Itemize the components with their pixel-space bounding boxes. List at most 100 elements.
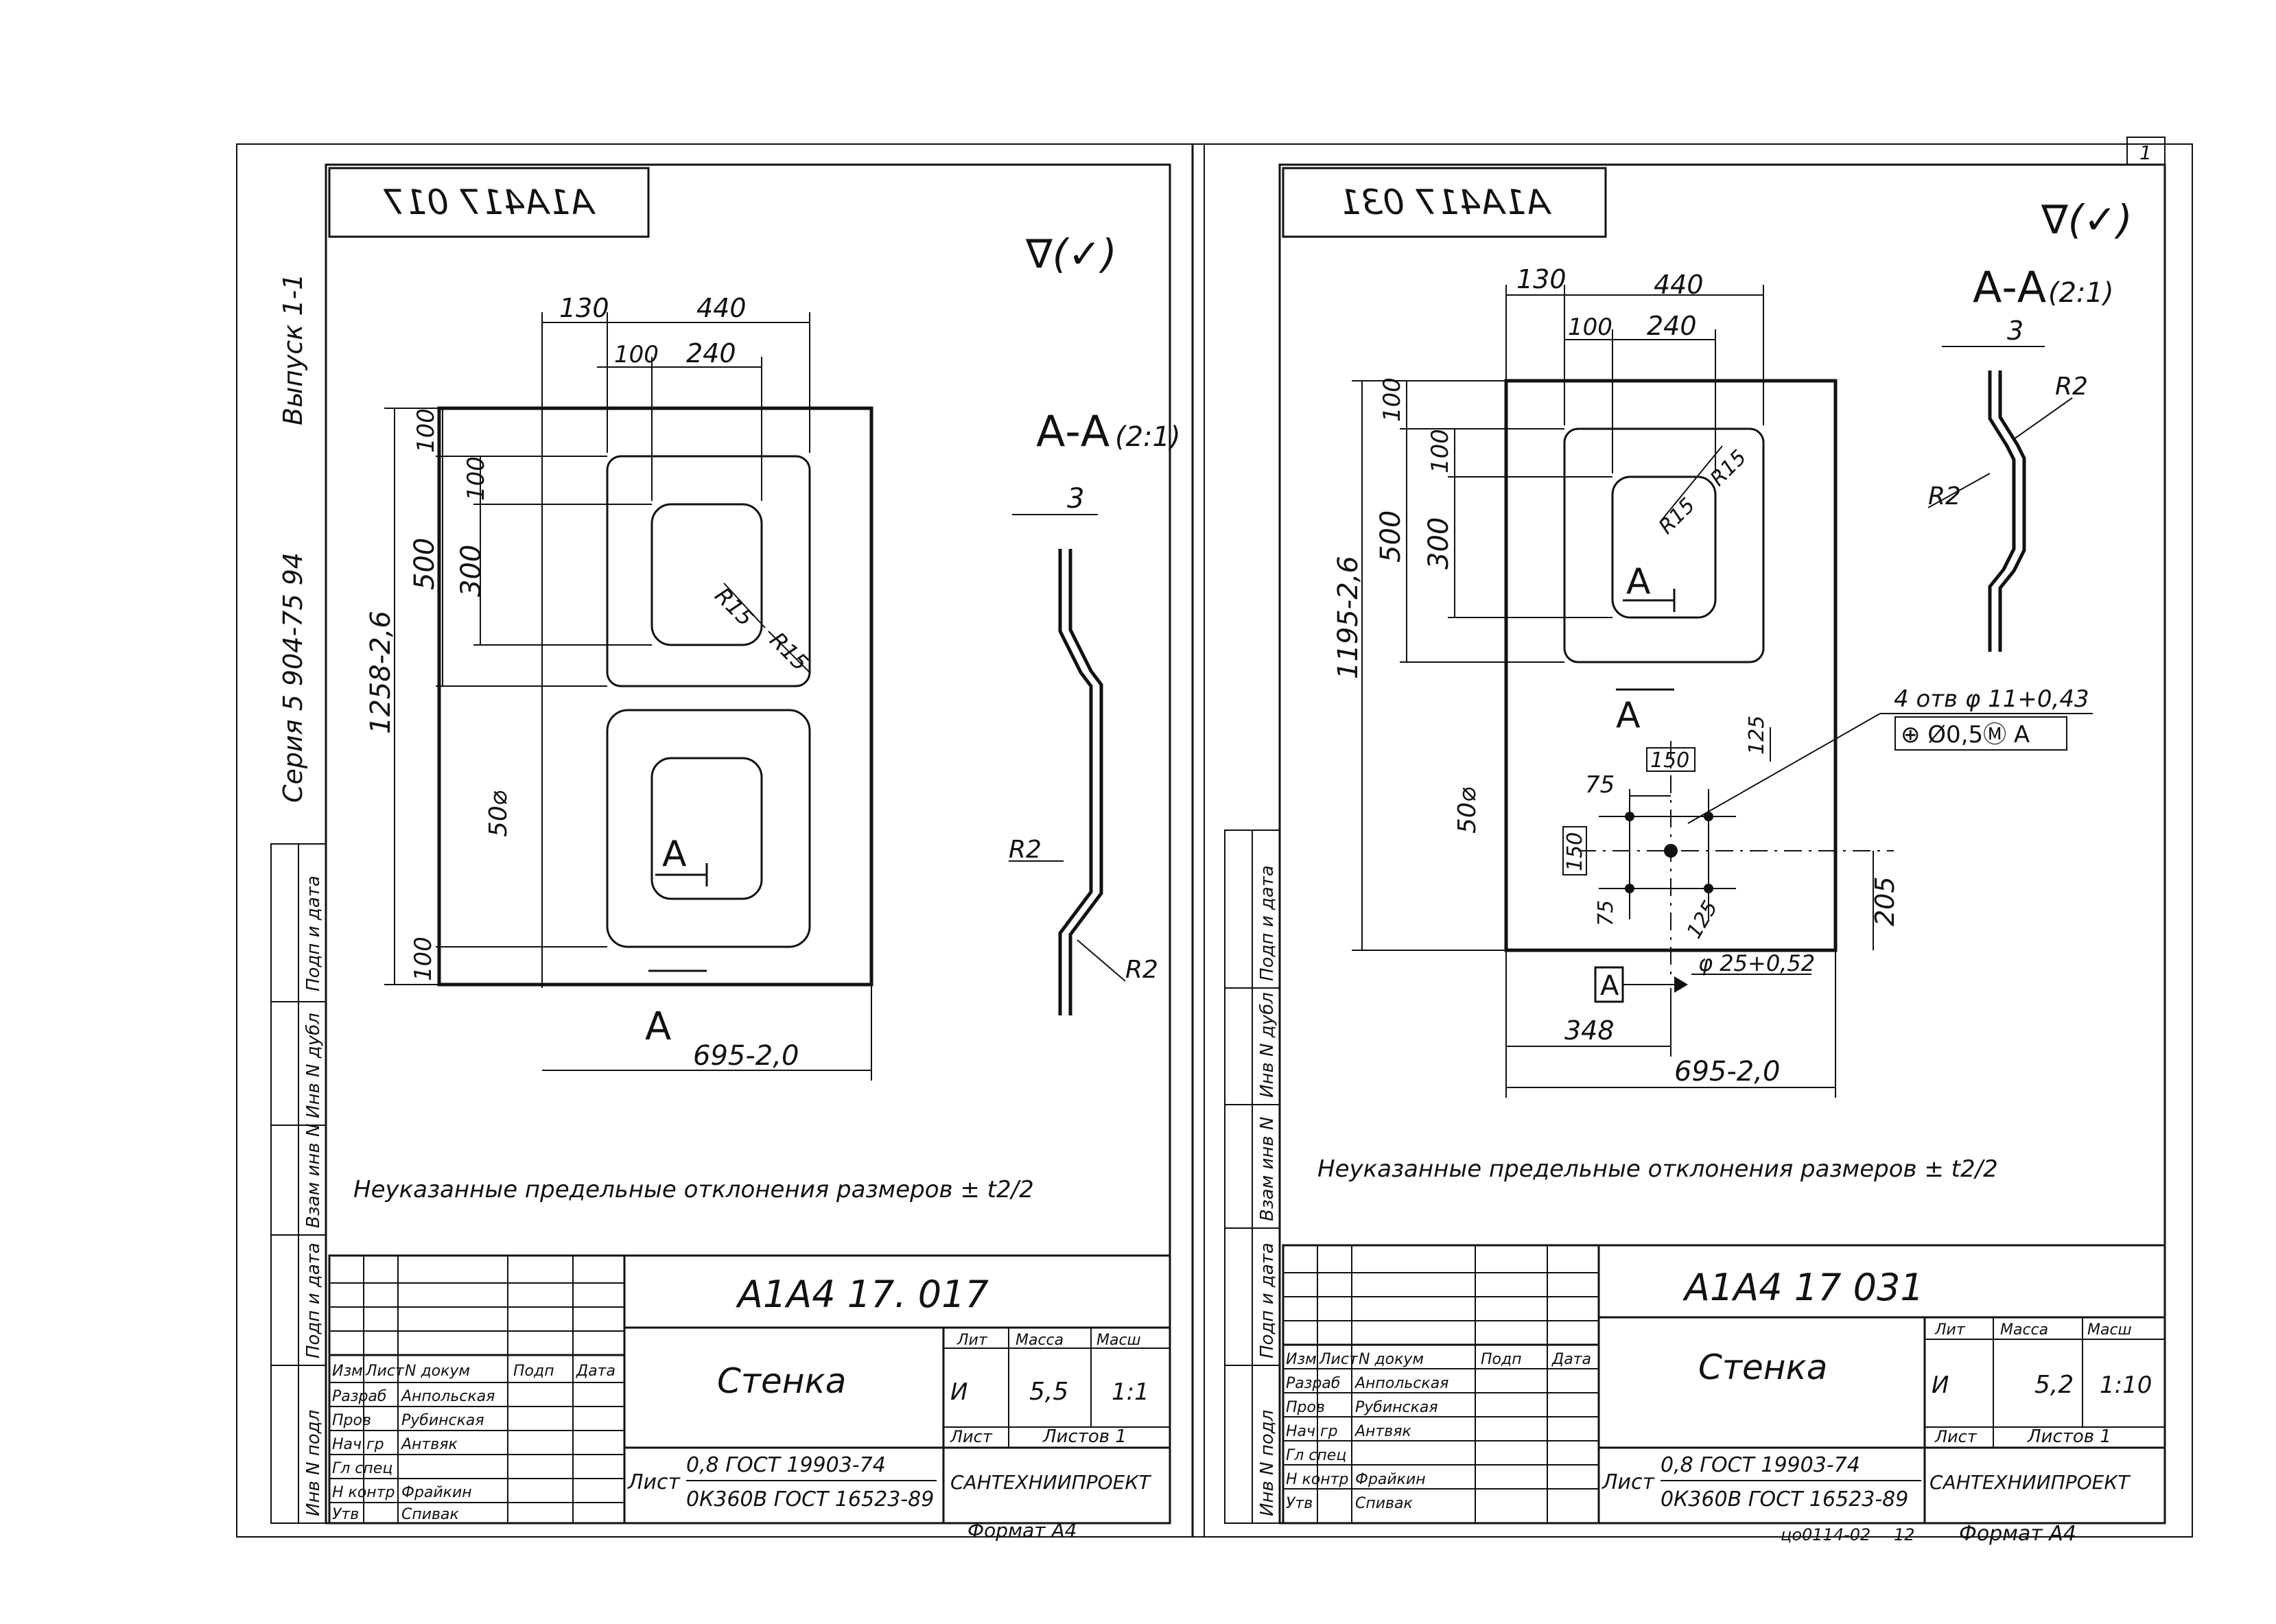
right-tolerance-frame	[1894, 716, 2067, 751]
left-upper-panel	[606, 455, 811, 687]
right-page-corner: 1	[2139, 141, 2152, 164]
left-section-profile	[1058, 549, 1093, 1015]
right-dim-500-hole: 50⌀	[1453, 787, 1481, 834]
right-tb-org: САНТЕХНИИПРОЕКТ	[1929, 1471, 2131, 1494]
right-tb-name-3: Антвяк	[1354, 1423, 1411, 1440]
right-tb-name-2: Рубинская	[1355, 1399, 1438, 1416]
right-upper-panel	[1563, 427, 1765, 663]
left-tb-col-lit: Лит	[957, 1332, 988, 1349]
right-dim-75-left: 75	[1594, 900, 1618, 926]
right-tb-material-label: Лист	[1602, 1470, 1656, 1494]
right-mirrored-code: A1A417 031	[1339, 183, 1552, 222]
right-center-hole	[1664, 844, 1678, 858]
right-dim-240: 240	[1647, 311, 1697, 341]
left-tb-role-2: Пров	[332, 1412, 371, 1429]
left-dim-1258: 1258-2,6	[365, 611, 397, 734]
left-tb-name: Стенка	[717, 1361, 846, 1401]
left-r15-leader-2	[768, 631, 810, 673]
left-note: Неуказанные предельные отклонения размер…	[353, 1176, 1034, 1203]
right-position-tol: ⊕ Ø0,5Ⓜ А	[1901, 721, 2030, 749]
left-dim-500: 500	[409, 538, 441, 590]
left-stamp-1: Подп и дата	[303, 875, 324, 991]
right-r15-leader	[1660, 445, 1723, 522]
right-dim-150-left: 150	[1563, 832, 1587, 871]
right-note: Неуказанные предельные отклонения размер…	[1317, 1155, 1998, 1183]
outer-frame	[236, 143, 2193, 1538]
left-tb-h5: Дата	[576, 1363, 615, 1380]
left-tb-material-top: 0,8 ГОСТ 19903-74	[686, 1453, 886, 1477]
left-tb-role-1: Разраб	[332, 1388, 386, 1405]
right-tb-footer-num: 12	[1894, 1525, 1915, 1544]
right-dim-100-left: 100	[1378, 377, 1406, 422]
left-tb-role-3: Нач гр	[332, 1436, 384, 1453]
right-tb-name-5: Фрайкин	[1355, 1471, 1426, 1488]
right-code-box	[1282, 167, 1607, 238]
left-section-mark-2: А	[645, 1004, 671, 1049]
right-tb-h4: Подп	[1481, 1351, 1522, 1368]
left-lower-panel	[606, 709, 811, 948]
right-tb-scale: 1:10	[2100, 1372, 2152, 1399]
left-dim-240: 240	[686, 338, 736, 368]
left-stamp-2: Инв N дубл	[303, 1013, 324, 1118]
left-title-block: Изм Лист N докум Подп Дата Разраб Пров Н…	[328, 1254, 1171, 1542]
right-section-dim-3-text: 3	[2007, 316, 2023, 346]
right-box-150	[1646, 747, 1696, 772]
right-holes-callout: 4 отв φ 11+0,43	[1894, 685, 2089, 713]
right-tb-name: Стенка	[1698, 1348, 1827, 1387]
right-tb-role-4: Гл спец	[1286, 1447, 1346, 1464]
right-stamp-5: Инв N подл	[1257, 1410, 1278, 1516]
right-stamp-1: Подп и дата	[1257, 865, 1278, 981]
right-r2-a: R2	[2055, 373, 2088, 401]
right-tb-material-top: 0,8 ГОСТ 19903-74	[1661, 1453, 1860, 1477]
right-tb-footer-code: цо0114-02	[1781, 1525, 1870, 1544]
right-stamp-3: Взам инв N	[1257, 1117, 1278, 1221]
left-tb-name-6: Спивак	[401, 1506, 459, 1523]
right-datum: А	[1600, 970, 1619, 1002]
right-section-label: А-А	[1973, 262, 2046, 312]
right-tb-role-3: Нач гр	[1286, 1423, 1338, 1440]
right-tb-col-scale: Масш	[2087, 1321, 2132, 1339]
right-dim-100-second: 100	[1427, 429, 1454, 473]
right-r15-a: R15	[1654, 493, 1700, 539]
right-dim-500: 500	[1375, 510, 1407, 563]
left-tb-h3: N докум	[405, 1363, 470, 1380]
left-tb-col-mass: Масса	[1016, 1332, 1064, 1349]
left-section-mark-1: А	[662, 834, 687, 875]
left-tb-format: Формат А4	[967, 1519, 1077, 1542]
left-section-scale: (2:1)	[1115, 421, 1181, 453]
left-issue-label: Выпуск 1-1	[278, 274, 308, 425]
left-roughness-mark: ∇(✓)	[1025, 231, 1117, 277]
left-tb-h2: Лист	[365, 1363, 405, 1380]
right-dim-125-right: 125	[1682, 897, 1723, 943]
left-tb-role-6: Утв	[332, 1506, 359, 1523]
right-tb-code: А1А4 17 031	[1682, 1266, 1924, 1309]
right-inner-frame	[1278, 163, 2166, 1525]
left-tb-material-bottom: 0К360В ГОСТ 16523-89	[686, 1487, 934, 1511]
right-tb-sheet: Лист	[1934, 1427, 1978, 1446]
right-tb-role-2: Пров	[1286, 1399, 1325, 1416]
left-dim-440: 440	[696, 293, 747, 323]
right-tb-h2: Лист	[1319, 1351, 1359, 1368]
right-tb-h5: Дата	[1551, 1351, 1591, 1368]
right-dim-205: 205	[1870, 876, 1900, 926]
left-dim-500-hole: 50⌀	[484, 790, 513, 837]
right-dim-348: 348	[1564, 1015, 1615, 1046]
left-tb-material-label: Лист	[627, 1470, 681, 1494]
right-section-scale: (2:1)	[2048, 277, 2114, 309]
right-corner-box	[2126, 137, 2166, 165]
right-datum-triangle	[1674, 976, 1688, 993]
right-r2-leader-2	[1927, 473, 1991, 508]
left-upper-recess	[650, 503, 763, 646]
right-section-mark-2: А	[1616, 695, 1641, 736]
right-roughness-mark: ∇(✓)	[2041, 196, 2133, 243]
right-tb-col-lit: Лит	[1934, 1321, 1966, 1339]
right-tb-h1: Изм	[1286, 1351, 1317, 1368]
right-tb-lit: И	[1932, 1372, 1949, 1399]
right-box-150-left	[1562, 826, 1587, 875]
left-tb-h4: Подп	[513, 1363, 554, 1380]
right-holes-leader	[1687, 713, 1881, 824]
right-tb-role-6: Утв	[1286, 1495, 1313, 1512]
left-r2-b: R2	[1125, 956, 1158, 984]
right-r2-b: R2	[1928, 482, 1961, 510]
right-tb-name-6: Спивак	[1355, 1495, 1413, 1512]
